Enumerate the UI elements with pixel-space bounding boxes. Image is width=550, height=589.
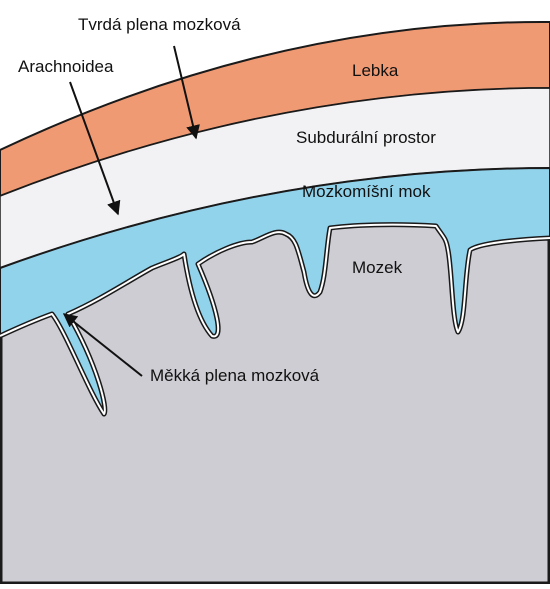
dura-pointer-arrow [173, 45, 200, 140]
pia-label: Měkká plena mozková [150, 366, 320, 385]
arachnoid-pointer-arrow [69, 81, 121, 216]
brain-label: Mozek [352, 258, 403, 277]
subdural-label: Subdurální prostor [296, 128, 436, 147]
pia-mater-line [0, 223, 550, 415]
csf-label: Mozkomíšní mok [302, 182, 431, 201]
pia-pointer-arrow [62, 313, 143, 377]
dura-label: Tvrdá plena mozková [78, 15, 241, 34]
arachnoid-label: Arachnoidea [18, 57, 114, 76]
skull-label: Lebka [352, 61, 399, 80]
